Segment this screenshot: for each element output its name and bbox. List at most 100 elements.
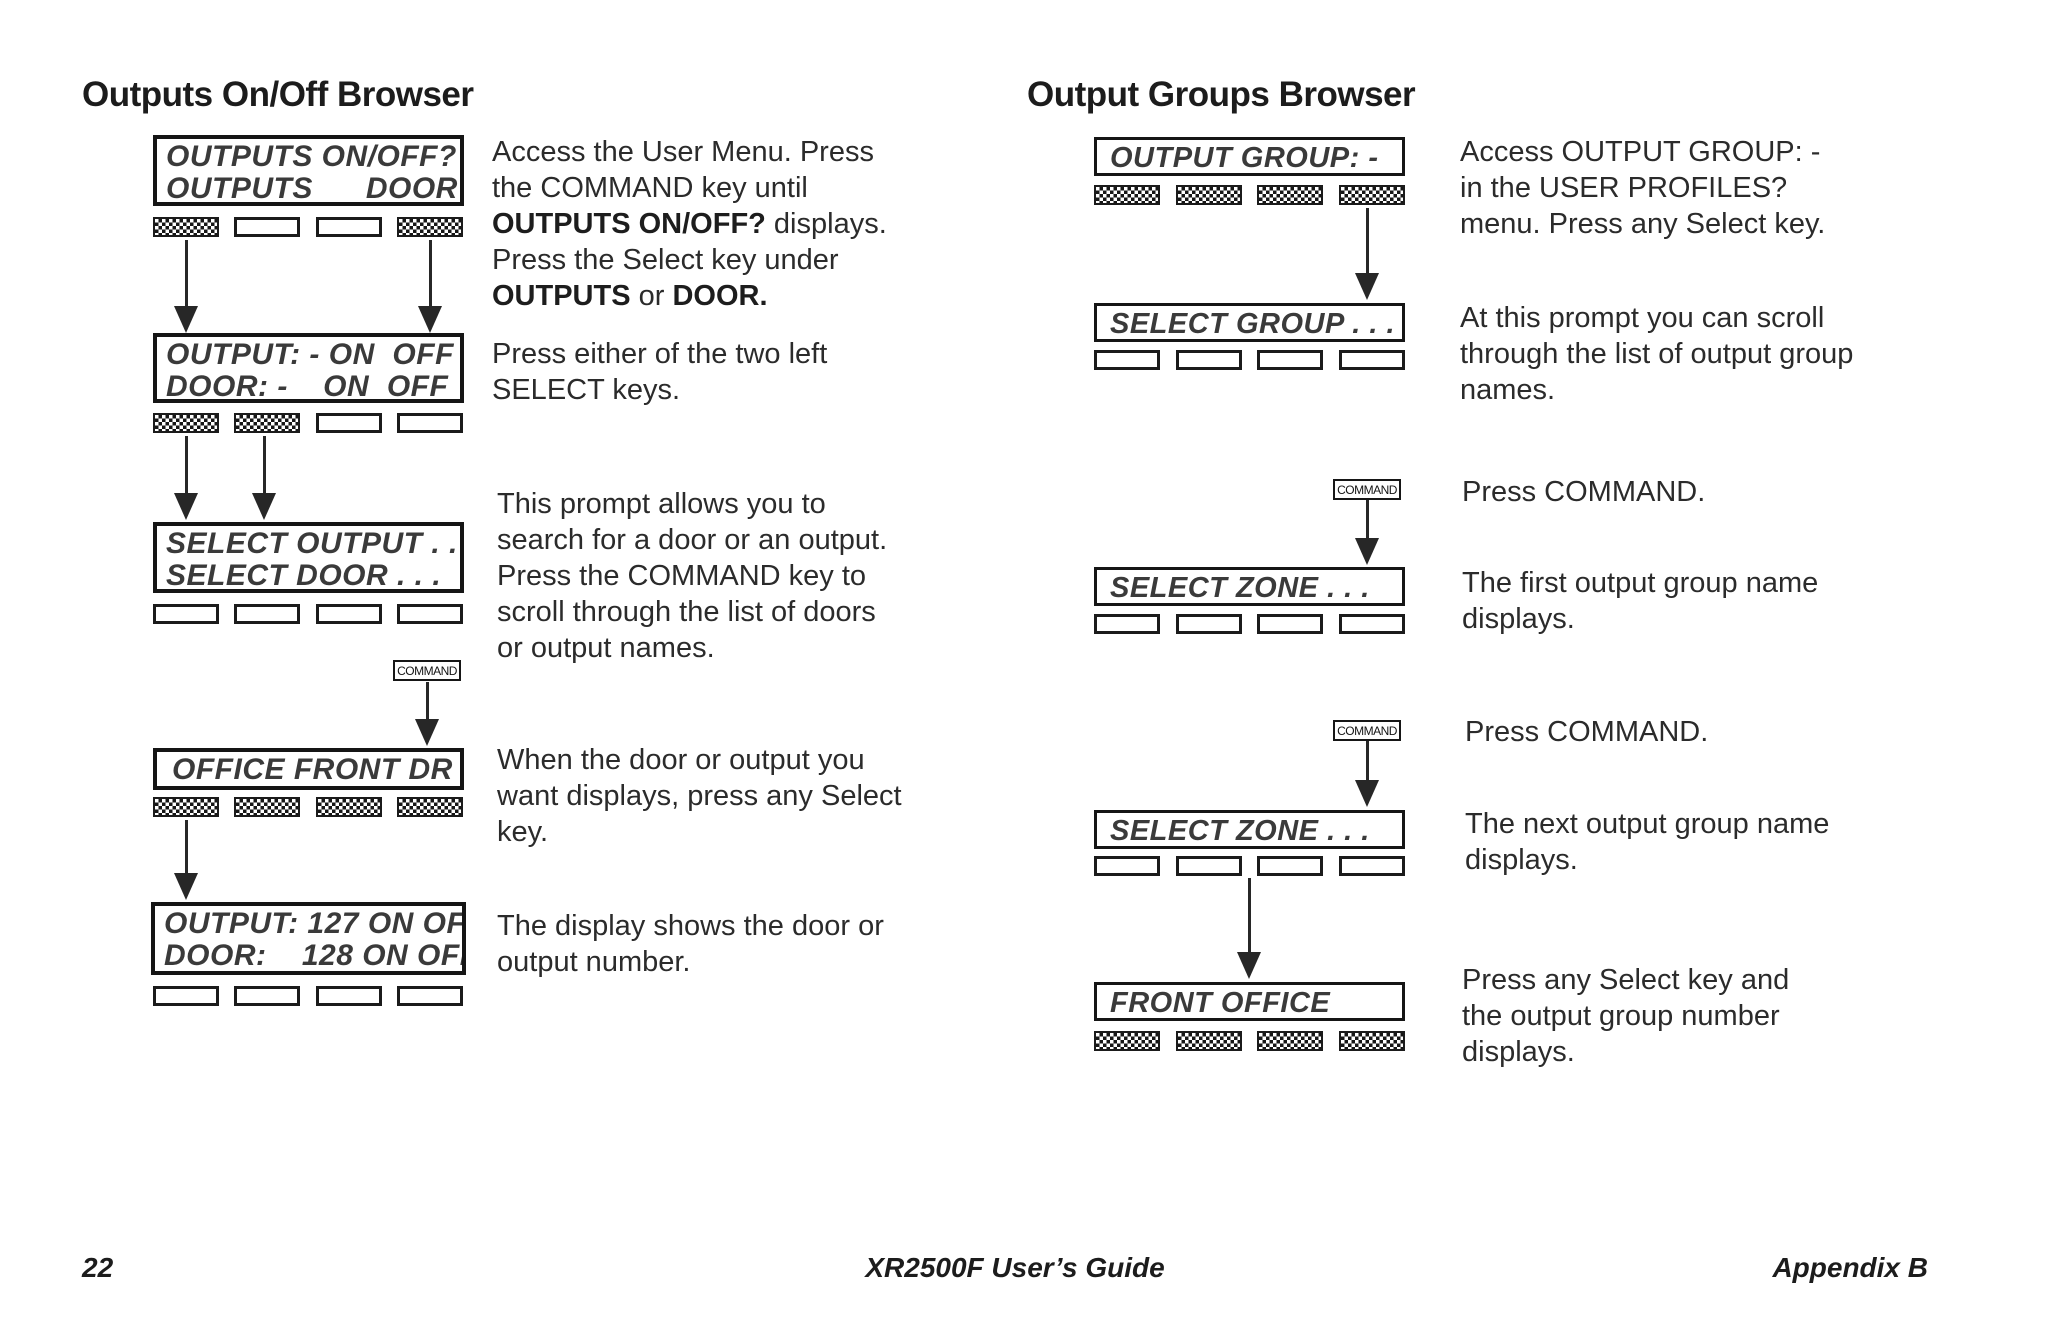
select-key-highlighted <box>1257 185 1324 205</box>
select-key <box>1338 856 1405 876</box>
select-key-highlighted <box>1338 185 1405 205</box>
select-key <box>315 413 382 433</box>
select-key-highlighted <box>234 413 301 433</box>
lcd-display-select-zone-1: SELECT ZONE . . . <box>1094 567 1405 606</box>
select-key-row <box>1094 350 1405 370</box>
text-segment: Press the COMMAND key to <box>497 560 867 592</box>
select-key-highlighted <box>396 797 463 817</box>
text-line: output number. <box>497 944 884 980</box>
text-line: Access the User Menu. Press <box>492 134 887 170</box>
text-line: Press either of the two left <box>492 336 827 372</box>
select-key-row <box>153 217 463 237</box>
select-key-row <box>153 797 463 817</box>
text-segment: names. <box>1460 374 1556 406</box>
text-segment: SELECT keys. <box>492 374 681 406</box>
arrow-down-icon <box>417 240 443 333</box>
text-segment: Press COMMAND. <box>1465 716 1709 748</box>
text-segment: Press either of the two left <box>492 338 828 370</box>
text-segment: At this prompt you can scroll <box>1460 302 1825 334</box>
text-line: key. <box>497 814 902 850</box>
footer-section-title: Appendix B <box>1772 1252 1928 1283</box>
arrow-down-icon <box>414 682 440 746</box>
text-line: When the door or output you <box>497 742 902 778</box>
arrow-down-icon <box>173 240 199 333</box>
lcd-text-line: SELECT GROUP . . . <box>1110 308 1396 340</box>
text-segment: The first output group name <box>1462 567 1819 599</box>
arrow-down-icon <box>1354 500 1380 565</box>
text-segment: OUTPUTS <box>492 280 631 312</box>
select-key-highlighted <box>153 797 219 817</box>
select-key <box>153 604 219 624</box>
select-key <box>234 986 301 1006</box>
select-key-row <box>153 413 463 433</box>
select-key-row <box>1094 614 1405 634</box>
text-line: Access OUTPUT GROUP: - <box>1460 134 1825 170</box>
arrow-down-icon <box>173 436 199 520</box>
text-line: Press COMMAND. <box>1462 474 1705 510</box>
lcd-text-line: DOOR: 128 ON OFF <box>164 939 466 972</box>
select-key-highlighted <box>1094 185 1160 205</box>
text-line: names. <box>1460 372 1853 408</box>
text-line: scroll through the list of doors <box>497 594 887 630</box>
select-key-highlighted <box>396 217 463 237</box>
instruction-text: Press COMMAND. <box>1462 474 1705 510</box>
select-key <box>1175 614 1242 634</box>
instruction-text: The first output group name displays. <box>1462 565 1818 637</box>
select-key <box>234 604 301 624</box>
lcd-text-line: SELECT ZONE . . . <box>1110 815 1370 847</box>
select-key <box>315 217 382 237</box>
lcd-display-select-group: SELECT GROUP . . . <box>1094 303 1405 342</box>
select-key-highlighted <box>1175 185 1242 205</box>
lcd-text-line: OUTPUTS DOOR <box>166 172 458 205</box>
text-segment: Press COMMAND. <box>1462 476 1706 508</box>
select-key <box>1094 350 1160 370</box>
text-line: The first output group name <box>1462 565 1818 601</box>
select-key-highlighted <box>153 217 219 237</box>
select-key-highlighted <box>1338 1031 1405 1051</box>
lcd-text-line: SELECT ZONE . . . <box>1110 572 1370 604</box>
text-segment: displays. <box>1462 603 1575 635</box>
select-key <box>1338 350 1405 370</box>
select-key-row <box>1094 185 1405 205</box>
text-line: This prompt allows you to <box>497 486 887 522</box>
text-line: search for a door or an output. <box>497 522 887 558</box>
arrow-down-icon <box>1354 208 1380 300</box>
text-line: through the list of output group <box>1460 336 1853 372</box>
text-segment: The display shows the door or <box>497 910 884 942</box>
select-key <box>1257 856 1324 876</box>
text-segment: the COMMAND key until <box>492 172 808 204</box>
text-segment: the output group number <box>1462 1000 1780 1032</box>
select-key-highlighted <box>1257 1031 1324 1051</box>
text-segment: displays. <box>765 208 887 240</box>
arrow-down-icon <box>1354 741 1380 807</box>
select-key-highlighted <box>1175 1031 1242 1051</box>
text-line: want displays, press any Select <box>497 778 902 814</box>
select-key <box>1094 856 1160 876</box>
arrow-down-icon <box>173 820 199 900</box>
select-key-row <box>153 604 463 624</box>
lcd-text-line: OUTPUT: - ON OFF <box>166 338 454 371</box>
instruction-text: Press COMMAND. <box>1465 714 1708 750</box>
text-line: in the USER PROFILES? <box>1460 170 1825 206</box>
select-key-highlighted <box>153 413 219 433</box>
select-key <box>396 604 463 624</box>
text-line: The next output group name <box>1465 806 1829 842</box>
lcd-display-select-output-door: SELECT OUTPUT . . .SELECT DOOR . . . <box>153 522 464 593</box>
section-heading-output-groups: Output Groups Browser <box>1027 75 1416 114</box>
text-segment: search for a door or an output. <box>497 524 888 556</box>
footer-page-number: 22 <box>82 1252 114 1283</box>
text-line: Press COMMAND. <box>1465 714 1708 750</box>
text-line: OUTPUTS or DOOR. <box>492 278 887 314</box>
select-key-highlighted <box>315 797 382 817</box>
select-key <box>1175 856 1242 876</box>
select-key <box>1257 350 1324 370</box>
text-segment: This prompt allows you to <box>497 488 826 520</box>
text-segment: or <box>630 280 673 312</box>
text-line: At this prompt you can scroll <box>1460 300 1853 336</box>
text-line: displays. <box>1462 1034 1789 1070</box>
select-key <box>315 604 382 624</box>
